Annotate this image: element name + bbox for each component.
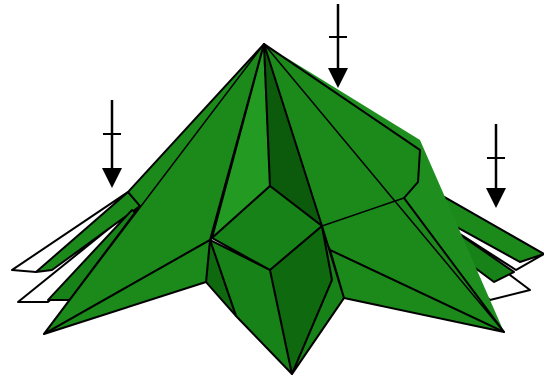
down-arrow-icon <box>102 100 122 188</box>
down-arrow-icon <box>486 124 506 208</box>
paper-model <box>12 44 544 374</box>
down-arrow-icon <box>328 4 348 88</box>
